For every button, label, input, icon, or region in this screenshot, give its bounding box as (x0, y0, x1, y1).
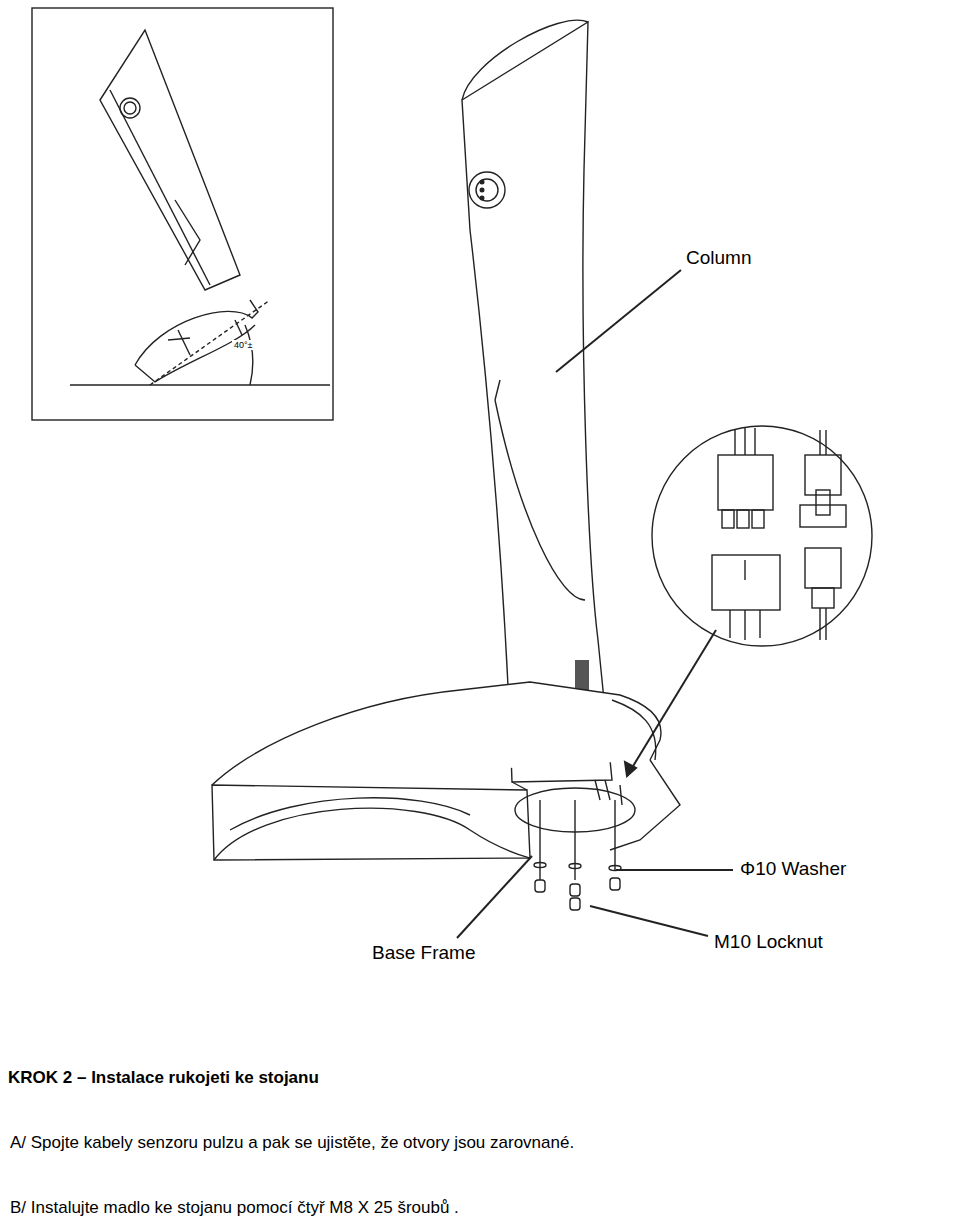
inset-handle (70, 30, 330, 385)
base-frame (212, 682, 680, 860)
column-body (462, 20, 612, 782)
part-name: M10 Locknut (712, 931, 825, 953)
instruction-text: B/ Instalujte madlo ke stojanu pomocí čt… (8, 1198, 461, 1218)
fasteners (534, 780, 622, 910)
part-name: Column (684, 247, 753, 269)
step-heading: KROK 2 – Instalace rukojeti ke stojanu (8, 1068, 319, 1088)
instruction-text: A/ Spojte kabely senzoru pulzu a pak se … (8, 1133, 576, 1153)
angle-dimension: 40°± (232, 340, 255, 350)
leader-lines (457, 270, 733, 938)
inset-frame (32, 8, 333, 420)
part-name: Φ10 Washer (738, 858, 848, 880)
connector-detail (652, 426, 872, 646)
part-name: Base Frame (370, 942, 477, 964)
